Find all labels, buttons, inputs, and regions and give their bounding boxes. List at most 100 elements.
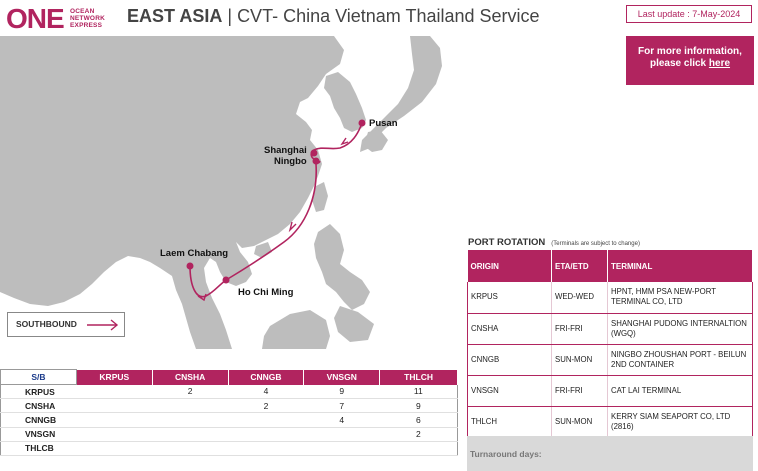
transit-col-header: CNNGB <box>228 369 305 385</box>
transit-cell <box>152 398 229 414</box>
land-philippines <box>314 224 370 310</box>
transit-col-header: VNSGN <box>303 369 381 385</box>
port-label-pusan: Pusan <box>369 118 398 129</box>
port-marker-laem-chabang <box>186 262 194 270</box>
table-row: KRPUS 2 4 9 11 <box>0 384 458 400</box>
rotation-eta: FRI-FRI <box>551 375 608 407</box>
logo-word: ONE <box>6 3 65 34</box>
route-map-svg: Pusan Shanghai Ningbo Laem Chabang Ho Ch… <box>0 36 602 349</box>
transit-cell: 7 <box>303 398 380 414</box>
route-arrow <box>288 221 297 233</box>
rotation-origin: CNSHA <box>467 313 552 345</box>
rotation-terminal: SHANGHAI PUDONG INTERNALTION (WGQ) <box>607 313 753 345</box>
transit-cell <box>228 441 304 456</box>
route-arrow <box>340 137 349 146</box>
transit-cell <box>379 441 458 456</box>
table-row: CNNGB 4 6 <box>0 412 458 428</box>
rotation-eta: SUN-MON <box>551 344 608 376</box>
transit-header-row: S/B KRPUS CNSHA CNNGB VNSGN THLCH <box>0 369 458 385</box>
table-row: CNSHA 2 7 9 <box>0 398 458 414</box>
port-label-ningbo: Ningbo <box>274 156 307 167</box>
port-marker-pusan <box>358 119 366 127</box>
table-row: VNSGN 2 <box>0 427 458 442</box>
transit-cell: 2 <box>228 398 304 414</box>
land-philippines-south <box>334 306 374 342</box>
service-name: CVT- China Vietnam Thailand Service <box>237 6 540 26</box>
table-row: CNSHA FRI-FRI SHANGHAI PUDONG INTERNALTI… <box>467 313 753 345</box>
arrow-right-icon <box>87 319 119 331</box>
port-label-ho-chi-minh: Ho Chi Ming <box>238 287 294 298</box>
page-title: EAST ASIA | CVT- China Vietnam Thailand … <box>127 6 540 26</box>
transit-row-header: THLCB <box>0 441 77 456</box>
transit-cell: 11 <box>379 384 458 400</box>
logo-subtitle: OCEAN NETWORK EXPRESS <box>70 8 105 29</box>
transit-cell <box>152 427 229 442</box>
land-korea <box>324 72 366 132</box>
more-info-line-2: please click here <box>649 58 731 69</box>
rotation-terminal: CAT LAI TERMINAL <box>607 375 753 407</box>
route-arrow <box>197 293 207 302</box>
transit-col-header: CNSHA <box>152 369 229 385</box>
port-marker-ho-chi-minh <box>222 276 230 284</box>
more-info-box: For more information, please click here <box>626 36 754 85</box>
rotation-col-header: TERMINAL <box>607 250 753 282</box>
last-update-badge: Last update : 7-May-2024 <box>626 5 752 23</box>
transit-col-header: THLCH <box>379 369 458 385</box>
transit-cell <box>76 384 153 400</box>
transit-row-header: CNNGB <box>0 412 77 428</box>
transit-cell <box>76 427 153 442</box>
title-separator: | <box>227 6 233 26</box>
rotation-col-header: ETA/ETD <box>551 250 608 282</box>
transit-time-table: S/B KRPUS CNSHA CNNGB VNSGN THLCH KRPUS … <box>0 369 458 456</box>
transit-cell <box>303 427 380 442</box>
rotation-origin: CNNGB <box>467 344 552 376</box>
table-row: THLCH SUN-MON KERRY SIAM SEAPORT CO, LTD… <box>467 406 753 438</box>
table-row: THLCB <box>0 441 458 456</box>
transit-cell: 9 <box>303 384 380 400</box>
table-row: KRPUS WED-WED HPNT, HMM PSA NEW-PORT TER… <box>467 282 753 314</box>
transit-cell <box>152 441 229 456</box>
rotation-terminal: NINGBO ZHOUSHAN PORT - BEILUN 2ND CONTAI… <box>607 344 753 376</box>
land-japan <box>360 36 442 152</box>
route-line <box>189 122 363 298</box>
table-row: CNNGB SUN-MON NINGBO ZHOUSHAN PORT - BEI… <box>467 344 753 376</box>
turnaround-days: Turnaround days: <box>467 436 753 471</box>
land-japan-south <box>364 130 388 152</box>
more-info-link[interactable]: here <box>708 58 731 69</box>
direction-label: SOUTHBOUND <box>16 319 77 329</box>
port-label-laem-chabang: Laem Chabang <box>160 248 228 259</box>
transit-cell <box>76 412 153 428</box>
port-marker-ningbo <box>312 157 320 165</box>
rotation-eta: WED-WED <box>551 282 608 314</box>
transit-row-header: CNSHA <box>0 398 77 414</box>
port-label-shanghai: Shanghai <box>264 145 307 156</box>
transit-cell <box>228 412 304 428</box>
port-marker-shanghai <box>310 149 318 157</box>
rotation-origin: VNSGN <box>467 375 552 407</box>
transit-row-header: VNSGN <box>0 427 77 442</box>
transit-cell: 6 <box>379 412 458 428</box>
rotation-col-header: ORIGIN <box>467 250 552 282</box>
transit-corner: S/B <box>0 369 77 385</box>
rotation-eta: FRI-FRI <box>551 313 608 345</box>
transit-cell: 4 <box>228 384 304 400</box>
route-map: Pusan Shanghai Ningbo Laem Chabang Ho Ch… <box>0 36 602 349</box>
rotation-origin: THLCH <box>467 406 552 438</box>
rotation-header-row: ORIGIN ETA/ETD TERMINAL <box>467 250 753 282</box>
region-name: EAST ASIA <box>127 6 223 26</box>
land-taiwan <box>312 182 328 212</box>
port-rotation-table: ORIGIN ETA/ETD TERMINAL KRPUS WED-WED HP… <box>467 250 753 438</box>
land-mainland <box>0 36 344 349</box>
rotation-origin: KRPUS <box>467 282 552 314</box>
port-rotation-title: PORT ROTATION(Terminals are subject to c… <box>468 237 640 248</box>
transit-cell <box>152 412 229 428</box>
more-info-line: For more information, <box>638 46 742 57</box>
transit-col-header: KRPUS <box>76 369 153 385</box>
transit-cell: 2 <box>379 427 458 442</box>
rotation-terminal: HPNT, HMM PSA NEW-PORT TERMINAL CO, LTD <box>607 282 753 314</box>
transit-cell <box>76 441 153 456</box>
transit-cell <box>303 441 380 456</box>
terminal-change-note: (Terminals are subject to change) <box>551 241 640 247</box>
transit-cell <box>228 427 304 442</box>
transit-cell <box>76 398 153 414</box>
